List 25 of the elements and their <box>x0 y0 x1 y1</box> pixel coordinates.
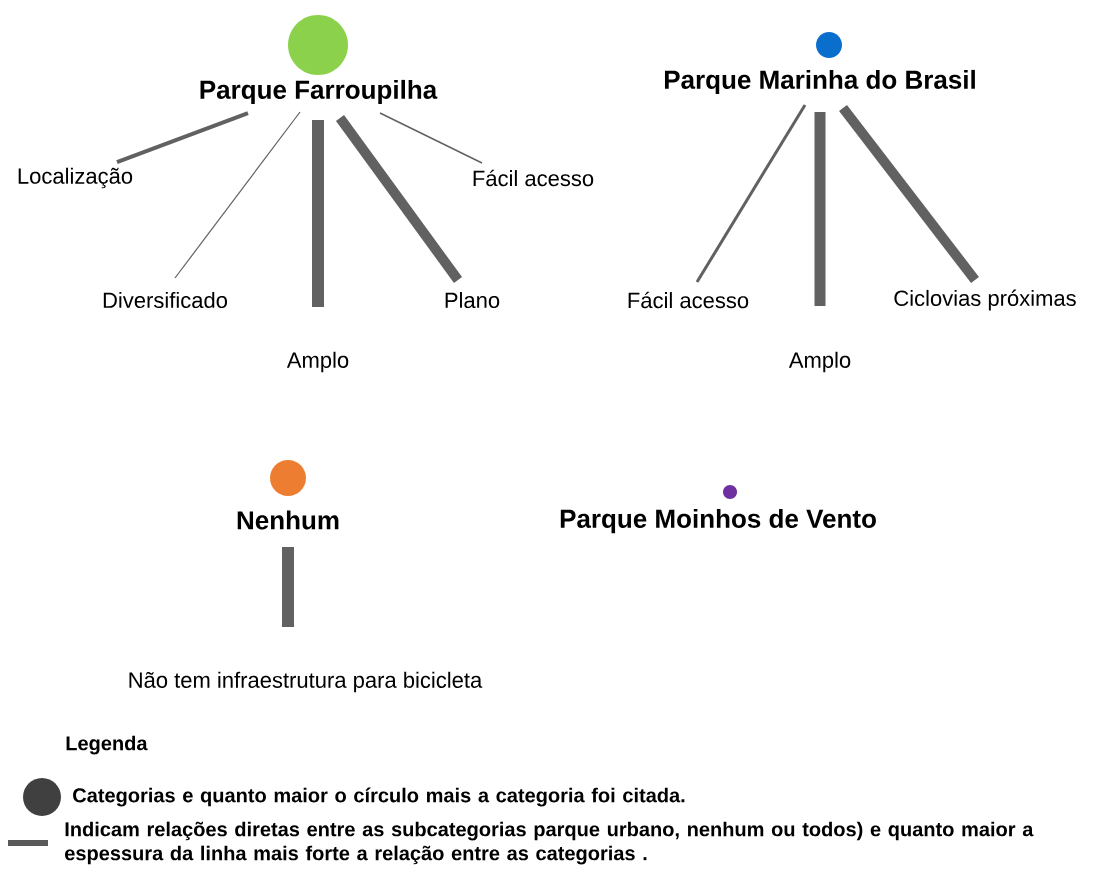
subcategory-label: Fácil acesso <box>473 169 594 187</box>
category-label: Nenhum <box>237 510 339 530</box>
relation-line <box>814 112 826 306</box>
legend-text: Indicam relações diretas entre as subcategorias parque urbano, nenhum ou todos) e quanto maior a espessura da linha mais forte a relação entre as categorias . <box>65 821 1034 865</box>
subcategory-label: Amplo <box>286 351 349 373</box>
relation-line <box>695 104 807 283</box>
subcategory-label: Localização <box>18 167 133 189</box>
subcategory-label: Plano <box>445 291 500 309</box>
subcategory-label: Não tem infraestrutura para bicicleta <box>129 671 483 693</box>
relation-line <box>312 120 324 307</box>
relation-line <box>174 111 301 279</box>
legend-heading: Legenda <box>66 735 148 755</box>
relation-line <box>116 111 249 164</box>
relation-line <box>282 547 294 627</box>
relation-line <box>839 104 979 284</box>
relation-line <box>335 115 463 283</box>
category-label: Parque Farroupilha <box>200 79 438 105</box>
legend-text: Categorias e quanto maior o círculo mais a categoria foi citada. <box>73 787 685 807</box>
subcategory-label: Diversificado <box>103 291 227 309</box>
subcategory-label: Fácil acesso <box>628 291 749 309</box>
relation-line <box>379 112 483 164</box>
category-label: Parque Marinha do Brasil <box>665 69 975 95</box>
subcategory-label: Ciclovias próximas <box>894 289 1076 311</box>
category-label: Parque Moinhos de Vento <box>560 508 876 534</box>
subcategory-label: Amplo <box>788 351 851 373</box>
